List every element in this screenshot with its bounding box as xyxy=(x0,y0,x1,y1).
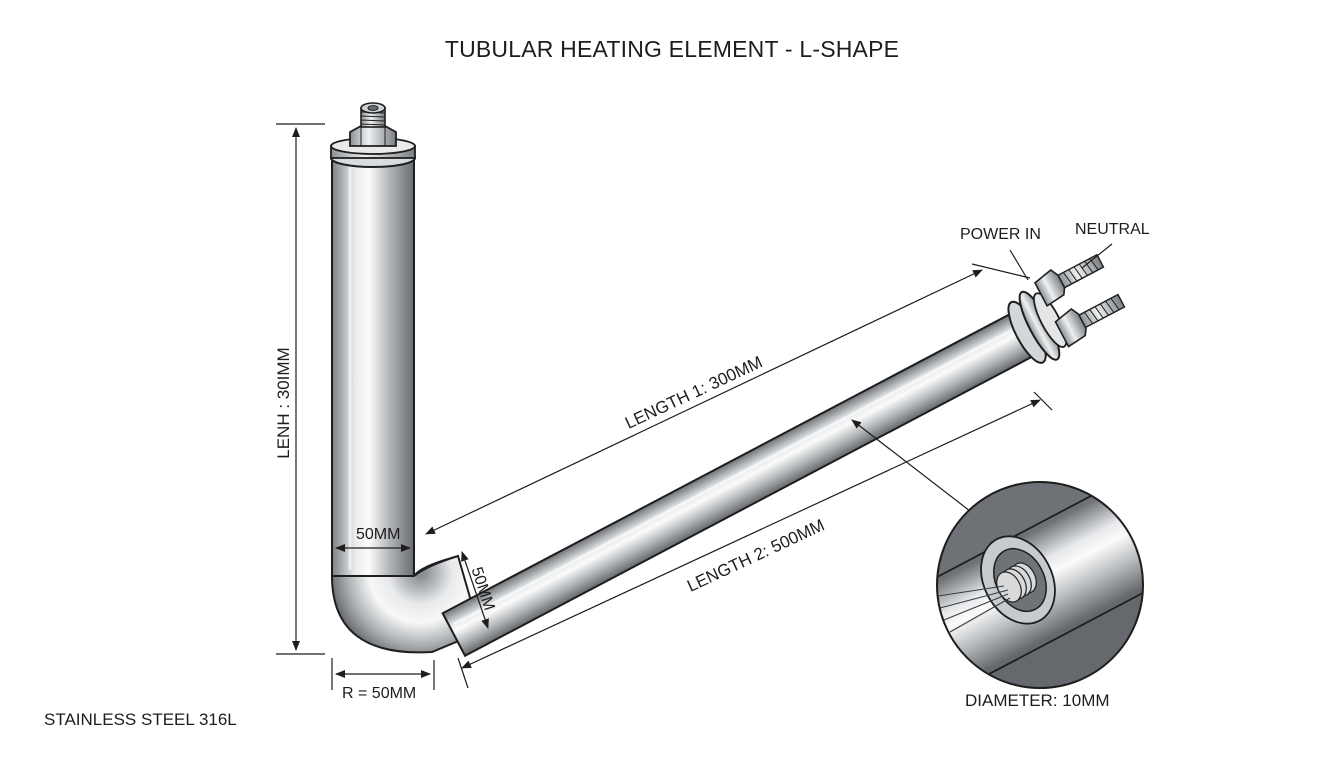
diameter-label: DIAMETER: 10MM xyxy=(965,691,1110,710)
vertical-tube xyxy=(331,157,415,577)
bend-section xyxy=(330,554,482,654)
top-terminal xyxy=(330,102,416,168)
power-in-terminal xyxy=(1054,293,1126,348)
diagram-title: TUBULAR HEATING ELEMENT - L-SHAPE xyxy=(444,36,900,62)
width-top-label: 50MM xyxy=(356,526,401,543)
dimension-lines xyxy=(276,123,1113,690)
coil-icon xyxy=(996,562,1037,603)
power-in-label: POWER IN xyxy=(960,226,1041,243)
radius-label: R = 50MM xyxy=(342,685,417,702)
neutral-label: NEUTRAL xyxy=(1075,221,1150,238)
neutral-terminal xyxy=(1033,253,1105,308)
material-label: STAINLESS STEEL 316L xyxy=(44,710,237,729)
vertical-length-label: LENH : 30IMM xyxy=(274,347,293,459)
